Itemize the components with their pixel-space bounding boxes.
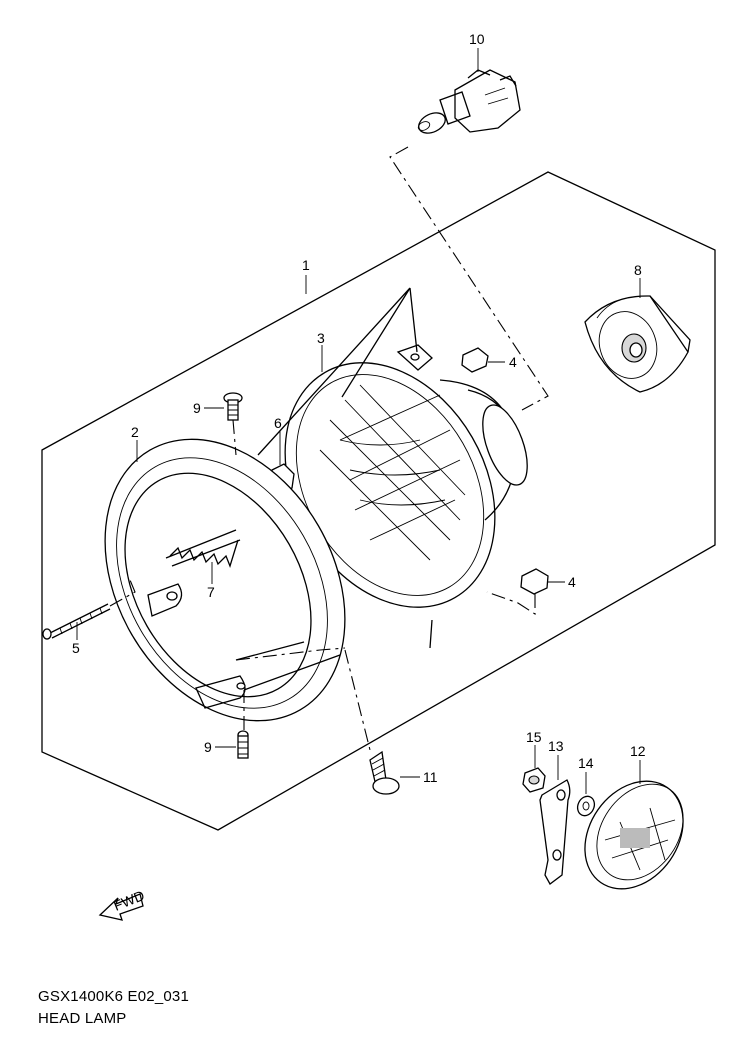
diagram-title: HEAD LAMP [38,1010,127,1027]
part-label-2: 2 [131,424,139,440]
part-label-6: 6 [274,415,282,431]
part-label-11: 11 [423,769,438,785]
part-label-9-lower: 9 [204,739,212,755]
assembly-boundary [41,171,716,831]
nut-part-upper [461,347,505,373]
part-label-15: 15 [526,729,542,745]
leader-lines [257,287,433,649]
part-label-3: 3 [317,330,325,346]
part-label-5: 5 [72,640,80,656]
adjust-spring-part [165,529,241,584]
part-label-7: 7 [207,584,215,600]
nut-part-small [522,745,546,793]
part-label-4-upper: 4 [509,354,517,370]
rim-screw-part-upper [223,392,243,456]
part-label-12: 12 [630,743,646,759]
fwd-arrow-icon: FWD [98,887,147,921]
part-label-14: 14 [578,755,594,771]
socket-cover-part [584,295,691,393]
mount-bolt-part [369,750,420,795]
part-label-13: 13 [548,738,564,754]
adjust-screw-part [42,579,136,640]
nut-part-lower [520,568,565,595]
reflector-part [584,760,684,890]
part-label-8: 8 [634,262,642,278]
bulb-part [417,69,521,134]
rim-screw-part-lower [237,730,249,759]
part-label-1: 1 [302,257,310,273]
bracket-part [539,755,571,885]
washer-part [576,772,596,817]
part-label-9-upper: 9 [193,400,201,416]
bulb-leader-dash [389,146,549,411]
model-code-caption: GSX1400K6 E02_031 [38,988,190,1005]
headlight-rim-part [104,438,346,722]
part-label-10: 10 [469,31,485,47]
headlight-unit-part [284,344,528,608]
part-label-4-lower: 4 [568,574,576,590]
